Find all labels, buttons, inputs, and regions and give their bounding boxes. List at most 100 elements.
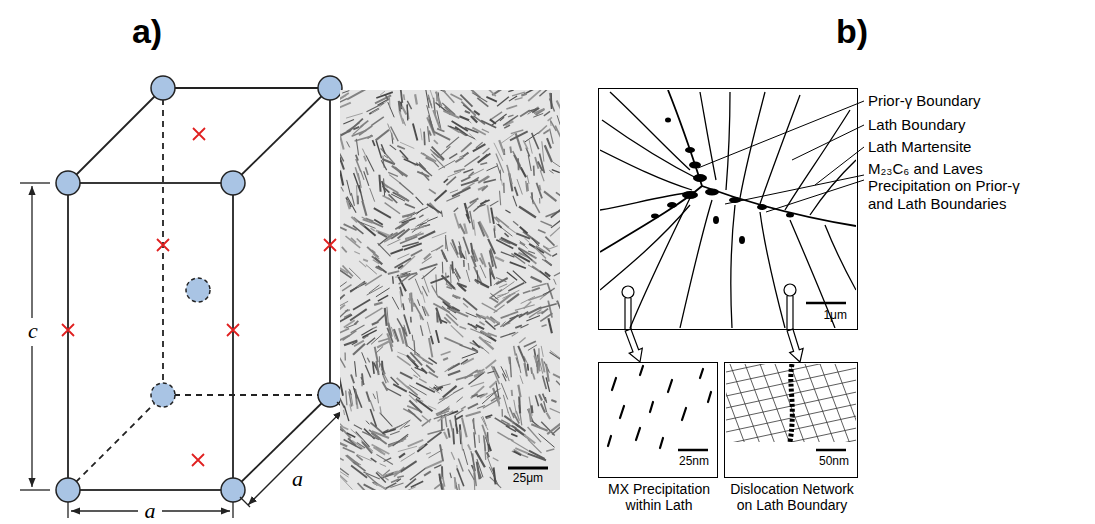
lath-stroke (502, 409, 503, 417)
lath-stroke (422, 291, 425, 303)
lath-stroke (349, 268, 361, 279)
lath-stroke (529, 408, 531, 422)
lath-stroke (440, 406, 449, 413)
lath-stroke (533, 166, 535, 176)
lath-stroke (446, 137, 459, 148)
lath-stroke (366, 421, 369, 425)
lath-stroke (359, 261, 366, 267)
lath-stroke (543, 291, 552, 295)
lath-stroke (466, 270, 470, 282)
lath-stroke (456, 424, 458, 432)
lath-stroke (448, 371, 460, 376)
lath-stroke (536, 361, 538, 373)
lath-stroke (416, 197, 424, 205)
lath-stroke (550, 351, 560, 361)
lath-stroke (414, 375, 418, 378)
lath-stroke (551, 208, 560, 218)
lath-stroke (552, 425, 560, 435)
lath-stroke (379, 175, 380, 192)
lath-stroke (380, 413, 393, 427)
lath-stroke (419, 164, 426, 170)
lath-stroke (432, 232, 447, 238)
lath-stroke (468, 470, 474, 481)
lath-stroke (378, 295, 388, 301)
lath-stroke (398, 275, 407, 291)
lath-stroke (509, 147, 512, 154)
lath-stroke (400, 142, 414, 148)
lath-stroke (430, 90, 434, 102)
lath-structure (600, 90, 856, 328)
zoom-origin (622, 284, 796, 330)
lath-stroke (381, 144, 385, 154)
lath-stroke (414, 303, 424, 320)
lath-stroke (392, 297, 399, 310)
lath-stroke (351, 238, 356, 243)
lath-stroke (482, 129, 489, 132)
lath-stroke (340, 477, 352, 490)
lath-stroke (430, 119, 434, 131)
lath-stroke (348, 119, 363, 132)
lath-stroke (415, 94, 417, 104)
lath-stroke (411, 368, 420, 377)
lath-stroke (503, 183, 505, 193)
lath-stroke (376, 230, 392, 236)
lath-stroke (410, 352, 422, 365)
lath-stroke (466, 412, 481, 416)
lath-stroke (556, 301, 560, 312)
lath-stroke (478, 204, 486, 207)
lath-stroke (415, 219, 428, 228)
lath-stroke (501, 238, 517, 246)
lath-stroke (436, 330, 439, 343)
lath-stroke (440, 146, 451, 156)
lath-stroke (397, 194, 409, 202)
lath-stroke (425, 461, 442, 468)
lath-stroke (527, 364, 529, 371)
lath-stroke (419, 379, 427, 383)
lath-stroke (402, 106, 407, 114)
lath-stroke (353, 344, 365, 355)
lath-stroke (429, 131, 431, 136)
lath-stroke (508, 90, 513, 92)
lath-stroke (403, 303, 404, 310)
lath-stroke (376, 141, 381, 159)
lath-stroke (455, 213, 460, 228)
lath-stroke (404, 159, 419, 165)
lath-stroke (431, 336, 433, 345)
lath-stroke (364, 156, 366, 161)
lath-stroke (399, 453, 405, 457)
lath-stroke (535, 395, 538, 406)
lath-stroke (507, 272, 517, 280)
lath-stroke (399, 101, 400, 113)
lath-stroke (359, 185, 363, 201)
lath-stroke (529, 139, 532, 153)
lath-stroke (542, 309, 549, 314)
arrow-outline (787, 329, 803, 362)
lath-stroke (491, 208, 494, 224)
lath-stroke (400, 90, 402, 103)
lath-stroke (550, 408, 560, 414)
lath-stroke (363, 330, 377, 337)
lath-stroke (409, 401, 422, 413)
lath-stroke (380, 464, 386, 467)
lath-stroke (472, 128, 485, 135)
lath-stroke (450, 420, 453, 432)
lath-stroke (453, 295, 461, 298)
martensite-texture (340, 90, 560, 490)
lath-stroke (423, 132, 425, 146)
scale-label: 50nm (819, 455, 849, 469)
lath-stroke (479, 222, 485, 237)
lath-stroke (346, 236, 361, 248)
lath-stroke (463, 358, 474, 364)
lath-stroke (372, 322, 379, 325)
lath-stroke (474, 473, 475, 490)
lath-stroke (531, 424, 547, 431)
lath-stroke (460, 247, 462, 259)
lath-stroke (504, 125, 510, 128)
lath-stroke (520, 227, 528, 234)
atom (56, 76, 342, 502)
lath-stroke (490, 119, 496, 123)
lath-stroke (454, 208, 458, 212)
lath-stroke (497, 97, 509, 107)
lath-stroke (356, 139, 358, 156)
lath-stroke (552, 254, 557, 257)
